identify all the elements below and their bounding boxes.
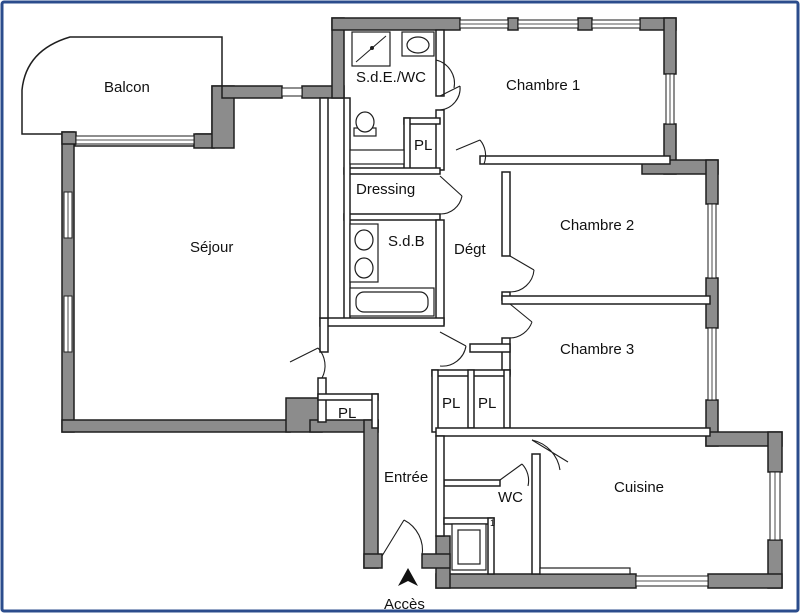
- room-label-degt: Dégt: [454, 241, 487, 258]
- door: [381, 519, 424, 557]
- partition: [317, 393, 379, 401]
- partition: [443, 479, 501, 487]
- partition: [467, 369, 475, 429]
- wall: [363, 419, 379, 569]
- wall: [61, 419, 291, 433]
- door: [499, 463, 530, 487]
- partition: [343, 167, 441, 175]
- placard-label: PL: [442, 395, 460, 412]
- wall: [707, 573, 783, 589]
- wall: [767, 431, 783, 473]
- wall: [705, 159, 719, 205]
- room-label-chambre3: Chambre 3: [560, 341, 634, 358]
- room-label-cuisine: Cuisine: [614, 479, 664, 496]
- wc-tank: [457, 529, 481, 565]
- partition: [371, 393, 379, 429]
- wall: [507, 17, 519, 31]
- partition: [503, 369, 511, 429]
- wall: [435, 573, 637, 589]
- partition: [501, 171, 511, 257]
- room-label-balcon: Balcon: [104, 79, 150, 96]
- partition: [319, 317, 445, 327]
- wall: [193, 133, 215, 149]
- kitchen-counter: [539, 567, 631, 575]
- partition: [403, 117, 411, 171]
- partition: [319, 97, 329, 319]
- partition: [431, 369, 439, 433]
- partition: [501, 295, 711, 305]
- bathtub-inner: [355, 291, 429, 313]
- windows: [63, 19, 781, 587]
- partition: [435, 219, 445, 325]
- wall: [61, 131, 77, 145]
- room-label-dressing: Dressing: [356, 181, 415, 198]
- wall: [61, 131, 75, 433]
- door: [509, 303, 533, 339]
- access-label: Accès: [384, 596, 425, 613]
- partition: [319, 317, 329, 353]
- placard-label: PL: [338, 405, 356, 422]
- partition: [469, 343, 511, 353]
- partitions: [317, 29, 711, 575]
- room-label-chambre2: Chambre 2: [560, 217, 634, 234]
- partition: [435, 427, 711, 437]
- doors: [289, 59, 569, 557]
- placard-label: PL: [414, 137, 432, 154]
- wall: [331, 17, 461, 31]
- wall: [363, 553, 383, 569]
- door: [439, 331, 467, 367]
- partition: [443, 517, 495, 525]
- room-label-wc: WC: [498, 489, 523, 506]
- shelf: [349, 149, 405, 165]
- room-label-entree: Entrée: [384, 469, 428, 486]
- room-label-chambre1: Chambre 1: [506, 77, 580, 94]
- door: [439, 85, 461, 111]
- fixtures: [349, 31, 631, 575]
- partition: [479, 155, 671, 165]
- access-arrow-icon: [398, 568, 418, 586]
- partition: [531, 453, 541, 575]
- room-label-sde-wc: S.d.E./WC: [356, 69, 426, 86]
- partition: [343, 97, 351, 325]
- partition: [487, 517, 495, 575]
- partition: [343, 213, 441, 221]
- door: [435, 59, 455, 89]
- door: [455, 139, 487, 165]
- wall: [221, 85, 283, 99]
- wall: [577, 17, 593, 31]
- walls: [61, 17, 783, 589]
- wall: [421, 553, 451, 569]
- door: [509, 255, 535, 293]
- door: [289, 347, 326, 379]
- partition: [435, 435, 445, 537]
- wc-marker: 1: [490, 518, 495, 528]
- door: [531, 439, 569, 471]
- room-label-sdb: S.d.B: [388, 233, 425, 250]
- placard-label: PL: [478, 395, 496, 412]
- wall: [663, 17, 677, 75]
- room-label-sejour: Séjour: [190, 239, 233, 256]
- window: [281, 87, 303, 97]
- door: [439, 175, 463, 215]
